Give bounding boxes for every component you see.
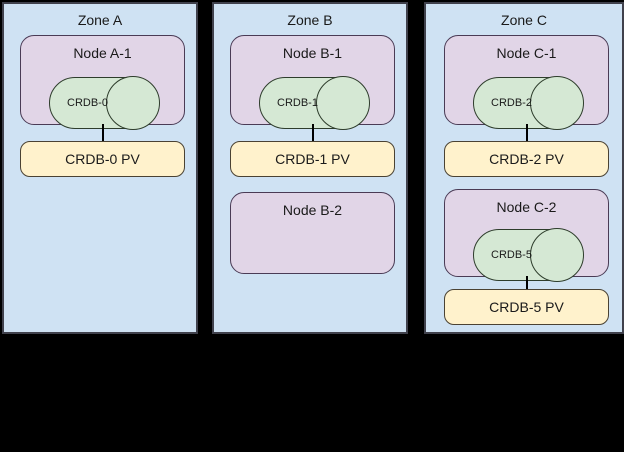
node-b-1-title: Node B-1 <box>282 45 343 61</box>
database-cylinder-cap <box>316 76 370 130</box>
node-c-2-title: Node C-2 <box>496 199 557 215</box>
zone-c: Zone C Node C-1 CRDB-2 CRDB-2 PV Node C-… <box>424 2 624 334</box>
volume-crdb-1-pv[interactable]: CRDB-1 PV <box>230 141 395 177</box>
database-crdb-5-label: CRDB-5 <box>491 249 532 261</box>
zone-a-title: Zone A <box>77 12 123 28</box>
volume-crdb-0-pv-label: CRDB-0 PV <box>65 151 140 167</box>
database-crdb-2-label: CRDB-2 <box>491 97 532 109</box>
node-b-2-title: Node B-2 <box>282 202 343 218</box>
database-crdb-1-label: CRDB-1 <box>277 97 318 109</box>
volume-crdb-0-pv[interactable]: CRDB-0 PV <box>20 141 185 177</box>
zone-b-title: Zone B <box>287 12 333 28</box>
database-cylinder-cap <box>530 76 584 130</box>
connector-crdb-5 <box>526 276 528 292</box>
database-cylinder-cap <box>106 76 160 130</box>
zone-c-title: Zone C <box>501 12 547 28</box>
database-crdb-0-label: CRDB-0 <box>67 97 108 109</box>
node-a-1-title: Node A-1 <box>73 45 132 61</box>
connector-crdb-0 <box>102 124 104 146</box>
volume-crdb-2-pv-label: CRDB-2 PV <box>489 151 564 167</box>
volume-crdb-1-pv-label: CRDB-1 PV <box>275 151 350 167</box>
zone-b: Zone B Node B-1 CRDB-1 CRDB-1 PV Node B-… <box>212 2 408 334</box>
zone-a: Zone A Node A-1 CRDB-0 CRDB-0 PV <box>2 2 198 334</box>
database-crdb-0[interactable]: CRDB-0 <box>49 76 160 130</box>
volume-crdb-5-pv-label: CRDB-5 PV <box>489 299 564 315</box>
volume-crdb-2-pv[interactable]: CRDB-2 PV <box>444 141 609 177</box>
connector-crdb-1 <box>312 124 314 146</box>
node-b-2[interactable]: Node B-2 <box>230 192 395 274</box>
connector-crdb-2 <box>526 124 528 146</box>
database-cylinder-cap <box>530 228 584 282</box>
node-c-1-title: Node C-1 <box>496 45 557 61</box>
database-crdb-2[interactable]: CRDB-2 <box>473 76 584 130</box>
database-crdb-1[interactable]: CRDB-1 <box>259 76 370 130</box>
database-crdb-5[interactable]: CRDB-5 <box>473 228 584 282</box>
volume-crdb-5-pv[interactable]: CRDB-5 PV <box>444 289 609 325</box>
